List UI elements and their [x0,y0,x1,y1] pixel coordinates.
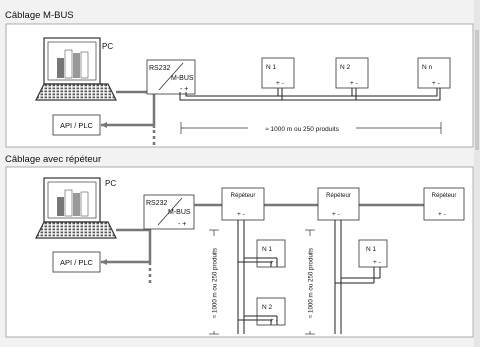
repeater-label: Répéteur [432,193,457,199]
repeater-label: Répéteur [231,193,256,199]
node-terminals: + - [432,80,440,87]
converter-top-label: RS232 [149,65,171,72]
mbus-bus-lines [179,88,441,101]
node-terminals: + - [270,317,278,324]
pc-icon [35,177,117,239]
vertical-distance-label: ≈ 1000 m ou 250 produits [308,248,315,318]
converter-divider [157,197,183,226]
node-label: N 1 [262,246,273,253]
section1-title: Câblage M-BUS [5,10,74,21]
vertical-label-bg [209,236,219,331]
pc-label: PC [105,179,116,188]
node-label: N 2 [262,304,273,311]
repeater-label: Répéteur [326,193,351,199]
pc-label: PC [102,42,113,51]
node-terminals: + - [270,259,278,266]
repeater-box [317,187,360,221]
repeater-box [423,187,465,221]
node-label: N 1 [366,246,377,253]
repeater-box [221,187,265,221]
api-plc-box [52,114,101,136]
converter-bottom-label: M-BUS [168,209,191,216]
api-plc-box [52,251,101,273]
node-terminals: + - [276,80,284,87]
rs232-mbus-converter [143,194,195,230]
api-plc-label: API / PLC [60,121,94,130]
repeater-terminals: + - [438,211,446,218]
arrow-icon [101,122,107,128]
node-label: N 1 [266,64,277,71]
pc-icon [35,37,117,101]
mbus-bus-lines [237,220,381,334]
node-label: N 2 [340,64,351,71]
vertical-distance-label: ≈ 1000 m ou 250 produits [212,248,219,318]
node-terminals: + - [373,259,381,266]
vertical-label-bg [305,236,315,331]
distance-label: ≈ 1000 m ou 250 produits [265,126,339,133]
node-label: N n [422,64,433,71]
node-box [417,57,451,89]
converter-terminals: - + [178,221,186,228]
converter-bottom-label: M-BUS [171,75,194,82]
node-box [335,57,369,89]
converter-divider [158,62,184,91]
converter-terminals: - + [180,86,188,93]
node-box [261,57,295,89]
section2-title: Câblage avec répéteur [5,154,101,165]
scrollbar-track[interactable] [474,0,480,347]
node-box [358,239,388,268]
converter-top-label: RS232 [146,200,168,207]
arrow-icon [101,259,107,265]
scrollbar-thumb[interactable] [475,30,479,150]
api-plc-label: API / PLC [60,258,94,267]
node-terminals: + - [350,80,358,87]
repeater-terminals: + - [237,211,245,218]
repeater-terminals: + - [332,211,340,218]
distance-label-bg [248,123,356,133]
